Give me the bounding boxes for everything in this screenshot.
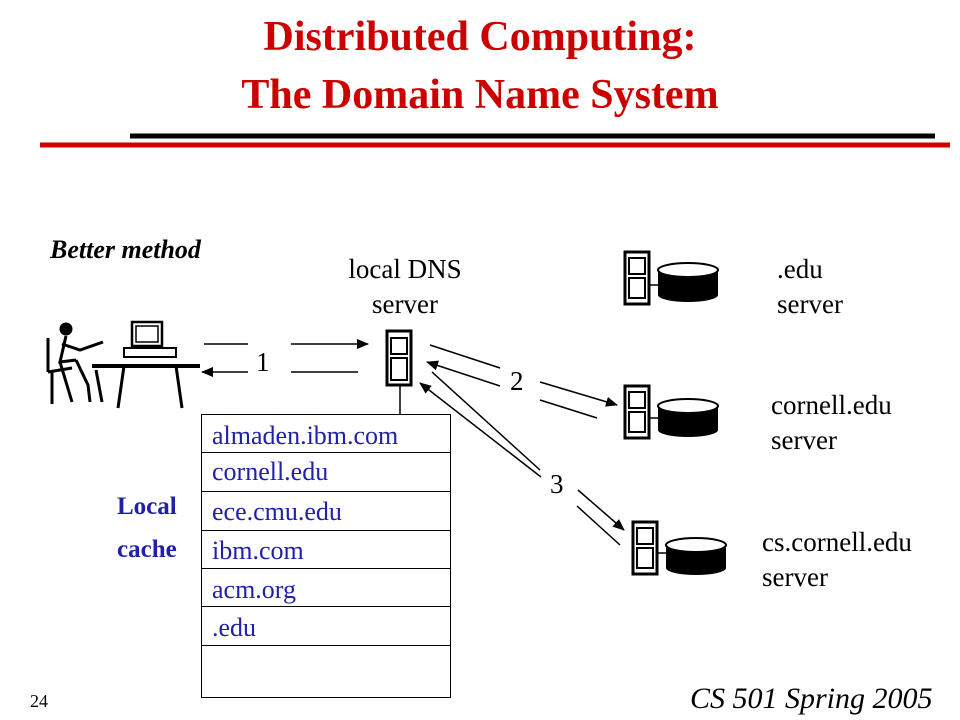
better-method-label: Better method [50, 235, 201, 264]
edu-server-label-line2: server [777, 289, 843, 319]
local-dns-label-line1: local DNS [348, 254, 462, 284]
local-cache-label-line1: Local [117, 493, 177, 520]
title-rule [40, 133, 950, 148]
cache-entry: ece.cmu.edu [212, 497, 342, 526]
server-tower-icon [385, 329, 413, 414]
step-1-arrows [201, 339, 369, 377]
step-2-arrows [426, 344, 618, 419]
title-line-2: The Domain Name System [241, 72, 719, 118]
step-3-arrows [419, 371, 625, 546]
page-number: 24 [30, 691, 48, 711]
cornell-server-label-line1: cornell.edu [771, 390, 892, 420]
cs-cornell-server-icon [631, 520, 727, 576]
cache-divider [202, 530, 450, 531]
cache-entry: cornell.edu [212, 457, 329, 486]
title-line-1: Distributed Computing: [263, 14, 697, 60]
cache-divider [202, 606, 450, 607]
cache-entry: ibm.com [212, 536, 304, 565]
step-2-label: 2 [510, 366, 524, 396]
cache-divider [202, 568, 450, 569]
user-at-computer-icon [46, 320, 200, 409]
course-footer: CS 501 Spring 2005 [690, 682, 933, 715]
local-dns-label-line2: server [372, 289, 438, 319]
cornell-server-label-line2: server [771, 425, 837, 455]
cornell-server-icon [623, 384, 719, 440]
cache-entry: acm.org [212, 575, 296, 604]
cs-cornell-server-label-line1: cs.cornell.edu [762, 527, 912, 557]
step-1-label: 1 [256, 347, 270, 377]
cache-divider [202, 491, 450, 492]
local-cache-label-line2: cache [117, 536, 177, 563]
cache-divider [202, 645, 450, 646]
step-3-label: 3 [550, 469, 564, 499]
edu-server-icon [623, 250, 719, 306]
cache-divider [202, 452, 450, 453]
cache-entry: .edu [212, 613, 257, 642]
edu-server-label-line1: .edu [777, 254, 823, 284]
cs-cornell-server-label-line2: server [762, 562, 828, 592]
local-cache-table [201, 414, 451, 698]
cache-entry: almaden.ibm.com [212, 421, 399, 450]
